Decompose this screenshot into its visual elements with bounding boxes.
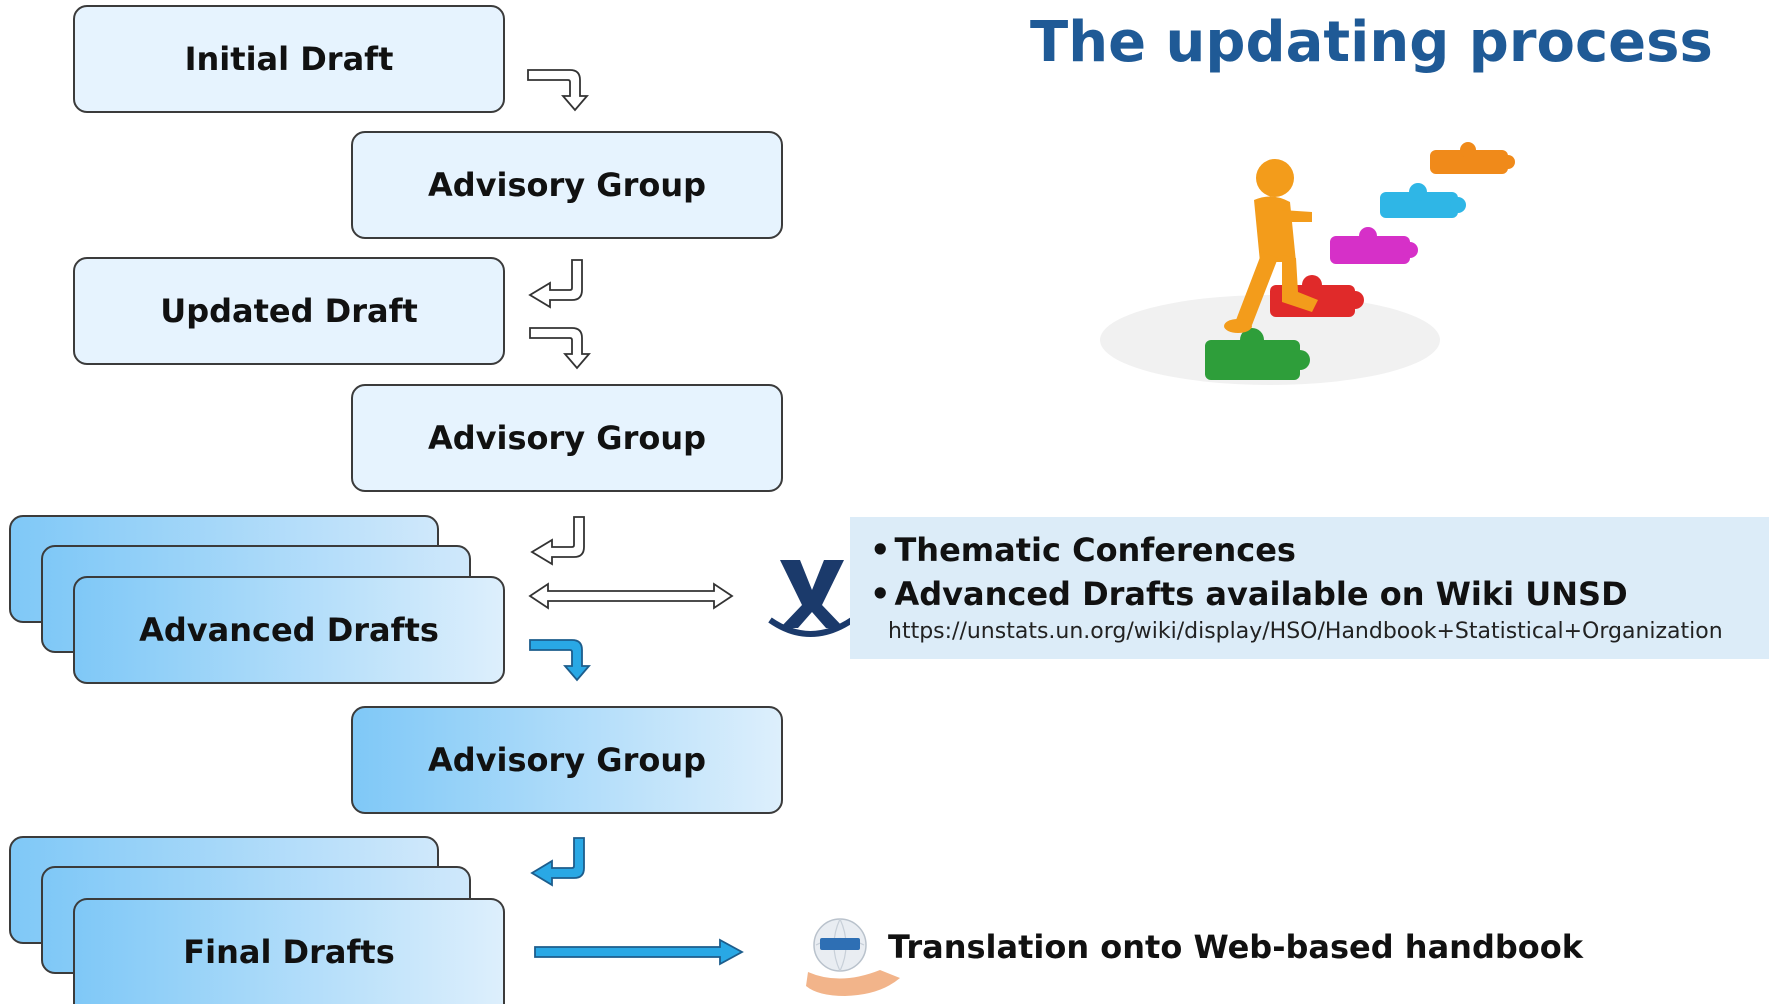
elbow-down-arrow-icon — [529, 639, 591, 682]
advisory-group-box-1: Advisory Group — [351, 131, 783, 239]
elbow-down-arrow-icon — [527, 69, 589, 112]
confluence-logo-icon — [768, 560, 854, 637]
puzzle-piece-magenta — [1330, 227, 1418, 264]
puzzle-piece-green — [1205, 328, 1310, 380]
elbow-down-arrow-icon — [529, 327, 591, 370]
final-drafts-box: Final Drafts — [73, 898, 505, 1004]
elbow-left-arrow-icon — [530, 516, 585, 566]
page-title: The updating process — [1030, 10, 1713, 75]
puzzle-steps-figure-icon — [1100, 142, 1515, 385]
info-bullet: •Advanced Drafts available on Wiki UNSD — [870, 575, 1628, 613]
initial-draft-box: Initial Draft — [73, 5, 505, 113]
elbow-left-arrow-icon — [530, 837, 585, 887]
wiki-url-link[interactable]: https://unstats.un.org/wiki/display/HSO/… — [888, 619, 1723, 644]
double-arrow-icon — [528, 582, 734, 610]
info-panel: •Thematic Conferences •Advanced Drafts a… — [850, 517, 1769, 659]
advanced-drafts-box: Advanced Drafts — [73, 576, 505, 684]
updated-draft-box: Updated Draft — [73, 257, 505, 365]
bullet-thematic-conferences: Thematic Conferences — [894, 531, 1296, 569]
elbow-left-arrow-icon — [528, 259, 583, 309]
web-globe-hand-icon — [806, 918, 900, 996]
info-bullet: •Thematic Conferences — [870, 531, 1296, 569]
climbing-figure — [1224, 159, 1318, 333]
translation-label: Translation onto Web-based handbook — [888, 928, 1583, 966]
puzzle-piece-blue — [1380, 183, 1466, 218]
advisory-group-box-2: Advisory Group — [351, 384, 783, 492]
advisory-group-box-3: Advisory Group — [351, 706, 783, 814]
bullet-wiki-unsd: Advanced Drafts available on Wiki UNSD — [894, 575, 1628, 613]
puzzle-piece-orange — [1430, 142, 1515, 174]
right-arrow-icon — [534, 938, 744, 966]
